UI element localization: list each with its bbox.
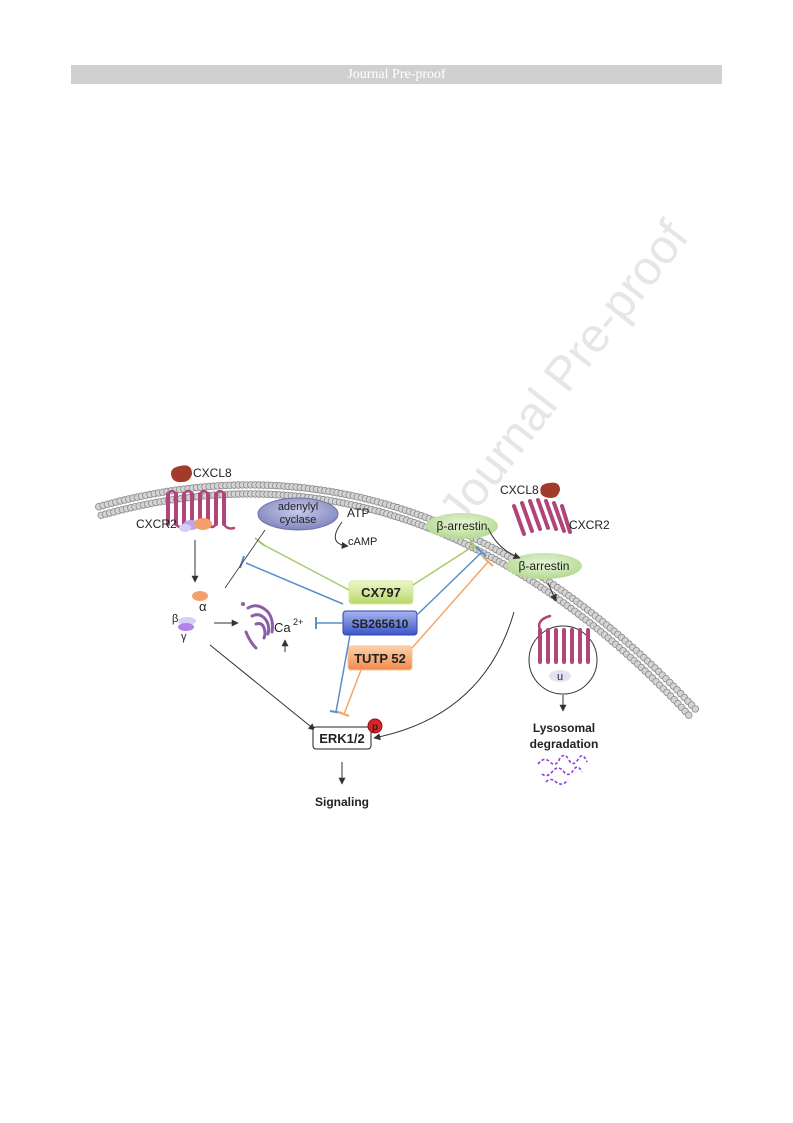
alpha-label: α <box>199 599 207 614</box>
svg-text:TUTP 52: TUTP 52 <box>354 651 406 666</box>
g-protein-at-receptor <box>179 518 212 532</box>
gprotein-to-erk-arrow <box>209 644 316 731</box>
tutp52-inhibition-lines <box>337 556 494 717</box>
g-gamma-subunit <box>178 623 194 631</box>
degradation-label: degradation <box>530 737 599 751</box>
compound-cx797: CX797 <box>348 580 414 605</box>
cxcl8-label-left: CXCL8 <box>193 466 232 480</box>
svg-text:p: p <box>372 722 378 733</box>
erk-node: ERK1/2 <box>312 726 372 750</box>
membrane-lipid-bead <box>685 711 693 719</box>
camp-label: cAMP <box>348 536 377 548</box>
g-beta-subunit <box>178 617 196 625</box>
plasma-membrane <box>95 481 699 719</box>
cxcl8-ligand-right <box>540 482 560 498</box>
compound-tutp52: TUTP 52 <box>347 645 413 671</box>
beta-label: β <box>172 613 178 625</box>
compound-sb265610: SB265610 <box>342 610 418 636</box>
beta-arrestin-lower-label: β-arrestin <box>519 559 570 573</box>
internalization-arrow <box>547 582 557 602</box>
adenylyl-cyclase-label-2: cyclase <box>280 514 317 526</box>
cxcr2-receptor-internalized <box>537 614 590 664</box>
beta-arrestin-lower <box>506 553 582 579</box>
calcium-superscript: 2+ <box>293 617 303 627</box>
endosome-vesicle <box>528 625 598 695</box>
adenylyl-cyclase <box>257 497 339 531</box>
beta-arrestin-upper-label: β-arrestin <box>437 519 488 533</box>
g-alpha-subunit <box>192 591 208 601</box>
phospho-badge: p <box>367 718 383 734</box>
journal-header-bar: Journal Pre-proof <box>71 65 722 84</box>
cxcl8-label-right: CXCL8 <box>500 483 539 497</box>
atp-to-camp-arrow <box>334 521 349 549</box>
calcium-label: Ca <box>274 620 291 635</box>
galpha-to-adenylyl-inhibition <box>224 529 266 589</box>
sb265610-inhibition-lines <box>239 546 487 714</box>
arrestin-translocation-arrow <box>487 527 521 560</box>
cxcl8-ligand-left <box>171 465 192 483</box>
cxcr2-label-right: CXCR2 <box>569 518 610 532</box>
beta-arrestin-upper <box>426 513 498 539</box>
degraded-peptides <box>537 754 588 785</box>
endoplasmic-reticulum <box>244 604 274 650</box>
svg-text:CX797: CX797 <box>361 585 401 600</box>
lysosomal-label: Lysosomal <box>533 721 595 735</box>
er-vesicle <box>241 602 245 606</box>
membrane-lipid-bead <box>691 705 699 713</box>
ubiquitin-label: u <box>557 671 563 683</box>
arrestin-to-erk-arrow <box>373 611 515 741</box>
ubiquitin <box>549 670 571 682</box>
signaling-label: Signaling <box>315 795 369 809</box>
svg-text:SB265610: SB265610 <box>352 617 409 631</box>
cx797-inhibition-lines <box>254 537 479 591</box>
adenylyl-cyclase-label-1: adenylyl <box>278 501 318 513</box>
atp-label: ATP <box>347 506 369 520</box>
erk-label: ERK1/2 <box>319 731 365 746</box>
cxcr2-label-left: CXCR2 <box>136 517 177 531</box>
cxcr2-receptor-right <box>512 498 572 536</box>
gamma-label: γ <box>181 631 187 643</box>
